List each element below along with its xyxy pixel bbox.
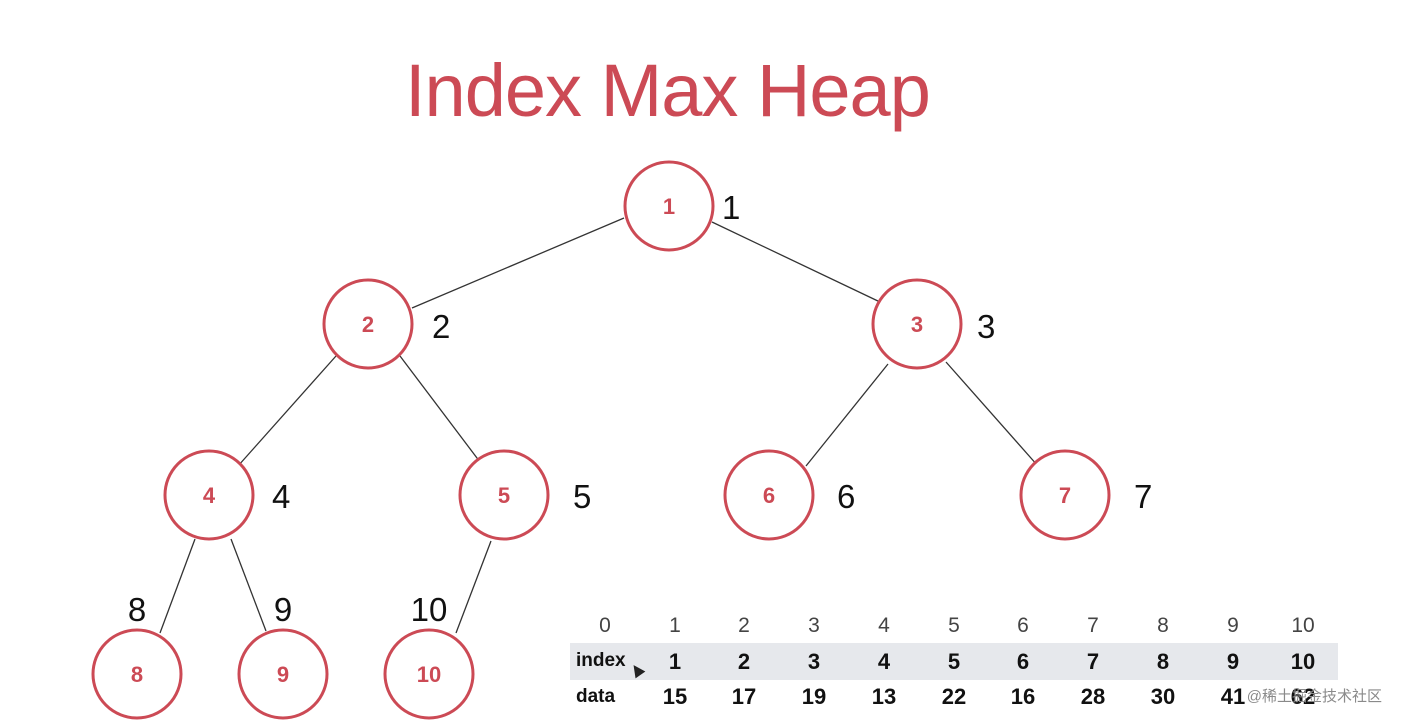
node-value: 3 bbox=[911, 312, 923, 337]
edge-2-4 bbox=[237, 355, 337, 467]
index-row-label: index bbox=[576, 650, 626, 671]
position-header: 7 bbox=[1087, 614, 1099, 637]
index-cell: 2 bbox=[737, 649, 751, 674]
position-header: 6 bbox=[1017, 614, 1029, 637]
node-position: 3 bbox=[977, 308, 995, 345]
position-header: 5 bbox=[948, 614, 960, 637]
node-position: 7 bbox=[1134, 478, 1152, 515]
node-value: 5 bbox=[498, 483, 510, 508]
node-value: 8 bbox=[131, 662, 143, 687]
edge-3-7 bbox=[945, 361, 1039, 467]
data-cell: 30 bbox=[1150, 684, 1176, 709]
node-value: 4 bbox=[203, 483, 216, 508]
node-value: 7 bbox=[1059, 483, 1071, 508]
heap-node: 10 bbox=[383, 628, 475, 720]
heap-node: 7 bbox=[1019, 449, 1111, 541]
position-header: 8 bbox=[1157, 614, 1169, 637]
data-cell: 22 bbox=[941, 684, 967, 709]
heap-node: 9 bbox=[237, 628, 329, 720]
node-value: 10 bbox=[417, 662, 441, 687]
index-cell: 9 bbox=[1226, 649, 1240, 674]
position-header: 2 bbox=[738, 614, 750, 637]
heap-node: 2 bbox=[322, 278, 414, 370]
data-row-label: data bbox=[576, 686, 616, 707]
position-header: 10 bbox=[1291, 614, 1315, 637]
index-cell: 6 bbox=[1016, 649, 1030, 674]
data-cell: 16 bbox=[1010, 684, 1036, 709]
node-position: 4 bbox=[272, 478, 290, 515]
position-header: 0 bbox=[599, 614, 611, 637]
node-position: 1 bbox=[722, 189, 740, 226]
index-cell: 3 bbox=[807, 649, 821, 674]
heap-node: 6 bbox=[723, 449, 815, 541]
node-position: 2 bbox=[432, 308, 450, 345]
edge-3-6 bbox=[805, 363, 889, 467]
data-cell: 17 bbox=[731, 684, 757, 709]
index-cell: 4 bbox=[877, 649, 891, 674]
data-cell: 19 bbox=[801, 684, 827, 709]
edge-1-3 bbox=[711, 221, 881, 303]
node-value: 2 bbox=[362, 312, 374, 337]
index-row-highlight bbox=[570, 643, 1338, 680]
node-position: 9 bbox=[274, 591, 292, 628]
heap-node: 1 bbox=[623, 160, 715, 252]
node-position: 5 bbox=[573, 478, 591, 515]
watermark: @稀土掘金技术社区 bbox=[1246, 688, 1382, 705]
heap-node: 3 bbox=[871, 278, 963, 370]
position-header: 9 bbox=[1227, 614, 1239, 637]
data-cell: 13 bbox=[871, 684, 897, 709]
heap-node: 8 bbox=[91, 628, 183, 720]
index-cell: 10 bbox=[1290, 649, 1316, 674]
heap-node: 4 bbox=[163, 449, 255, 541]
index-cell: 8 bbox=[1156, 649, 1170, 674]
edge-5-10 bbox=[455, 540, 492, 634]
data-cell: 15 bbox=[662, 684, 688, 709]
edge-4-8 bbox=[159, 538, 196, 634]
node-position: 6 bbox=[837, 478, 855, 515]
node-value: 6 bbox=[763, 483, 775, 508]
index-cell: 1 bbox=[668, 649, 682, 674]
position-header: 4 bbox=[878, 614, 890, 637]
node-value: 1 bbox=[663, 194, 675, 219]
node-position: 8 bbox=[128, 591, 146, 628]
edge-1-2 bbox=[411, 217, 625, 309]
data-cell: 41 bbox=[1220, 684, 1246, 709]
page-title: Index Max Heap bbox=[405, 49, 931, 132]
data-cell: 62 bbox=[1290, 684, 1316, 709]
index-cell: 5 bbox=[947, 649, 961, 674]
edge-2-5 bbox=[399, 355, 481, 463]
node-position: 10 bbox=[411, 591, 448, 628]
position-header: 3 bbox=[808, 614, 820, 637]
position-header: 1 bbox=[669, 614, 681, 637]
index-cell: 7 bbox=[1086, 649, 1100, 674]
data-cell: 28 bbox=[1080, 684, 1106, 709]
node-value: 9 bbox=[277, 662, 289, 687]
heap-node: 5 bbox=[458, 449, 550, 541]
edge-4-9 bbox=[230, 538, 267, 632]
